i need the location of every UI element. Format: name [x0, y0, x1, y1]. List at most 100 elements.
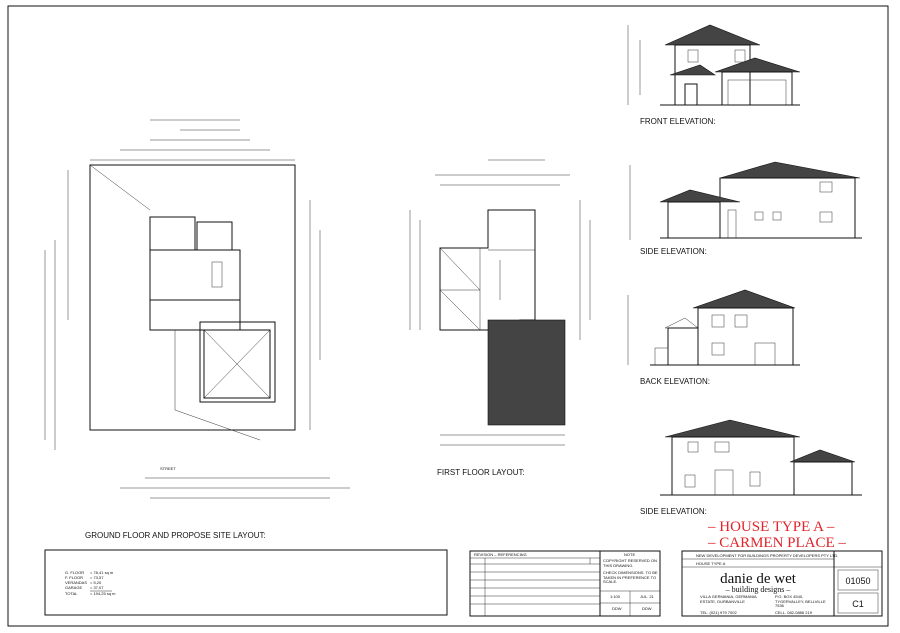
drawing-number: C1	[852, 599, 864, 609]
drawing-line	[211, 261, 223, 288]
revision-header: REVISION – REFERENCING	[474, 552, 527, 557]
garage	[199, 321, 276, 403]
project-name: NEW DEVELOPMENT FOR BUILDINGS PROPERTY D…	[696, 553, 838, 558]
drawing-line	[837, 569, 879, 591]
project-number: 01050	[845, 576, 870, 586]
drawing-line	[772, 211, 782, 221]
dimension-lines	[44, 119, 350, 499]
firm-address: VILLA GERMANIA, GERMANIA ESTATE, DURBANV…	[700, 594, 757, 604]
side-elevation-label: SIDE ELEVATION:	[640, 507, 707, 516]
house-type-title: – HOUSE TYPE A –	[707, 519, 835, 535]
note-title: NOTE	[624, 552, 635, 557]
drawing-text: GARAGE	[65, 585, 82, 590]
drawing-line	[719, 161, 861, 179]
drawing-text: = 78,41 sq m	[90, 570, 114, 575]
drawing-line	[819, 211, 833, 223]
street-label: STREET	[160, 466, 176, 471]
drawing-line	[664, 419, 801, 438]
drawing-line	[687, 441, 699, 453]
drawing-line	[667, 201, 721, 239]
scale-value: 1:100	[610, 594, 621, 599]
drawing-line	[727, 209, 737, 239]
drawing-line	[684, 474, 696, 488]
drawing-line	[714, 469, 734, 496]
title-block: NEW DEVELOPMENT FOR BUILDINGS PROPERTY D…	[681, 550, 883, 617]
drawing-line	[687, 49, 699, 63]
drawing-line	[659, 189, 741, 203]
drawing-line	[203, 329, 271, 399]
date-value: JUL. 21	[640, 594, 655, 599]
firm-telephone: TEL. (021) 979 7002	[700, 610, 737, 615]
drawn-by: DDW	[612, 606, 622, 611]
site-boundary	[89, 164, 296, 431]
drawing-line	[469, 550, 661, 617]
drawing-line	[714, 441, 730, 453]
roof-hatch	[487, 319, 566, 426]
room	[196, 221, 233, 251]
side-elevation-1: SIDE ELEVATION:	[629, 161, 862, 256]
drawing-line	[721, 71, 793, 106]
drawing-line	[667, 327, 699, 366]
back-elevation: BACK ELEVATION:	[627, 289, 800, 386]
drawing-text: = 5,20	[90, 580, 102, 585]
drawing-text: VERANDAS	[65, 580, 87, 585]
drawing-line	[754, 342, 776, 366]
front-elevation: FRONT ELEVATION:	[627, 24, 801, 126]
ground-floor-site-plan: STREET GROUND FLOOR AND PROPOSE SITE LAY…	[44, 119, 350, 540]
drawing-text: = 73,57	[90, 575, 104, 580]
note-text: COPYRIGHT RESERVED ON THIS DRAWING.	[603, 558, 657, 568]
dimension-lines	[409, 159, 591, 446]
drawing-line	[89, 164, 151, 211]
drawing-line	[439, 289, 481, 331]
drawing-text: = 194,25 sq m	[90, 591, 116, 596]
drawing-line	[837, 592, 879, 614]
drawing-text: F. FLOOR	[65, 575, 83, 580]
drawing-line	[819, 181, 833, 193]
note-text: CHECK DIMENSIONS. TO BE TAKEN IN PREFERE…	[603, 570, 658, 585]
place-title: – CARMEN PLACE –	[707, 535, 846, 551]
garage-door	[727, 79, 787, 106]
drawing-line	[664, 317, 699, 329]
drawing-line	[754, 211, 764, 221]
drawing-line	[719, 177, 856, 239]
revision-block: REVISION – REFERENCING NOTE 1:100 JUL. 2…	[469, 550, 661, 617]
ground-floor-label: GROUND FLOOR AND PROPOSE SITE LAYOUT:	[85, 531, 266, 540]
drawing-line	[174, 409, 261, 441]
drawing-line	[669, 64, 716, 76]
firm-logo: danie de wet	[720, 571, 797, 587]
drawing-line	[793, 461, 853, 496]
living-room	[149, 249, 241, 301]
drawing-line	[789, 449, 856, 463]
sheet-border	[7, 5, 889, 627]
first-floor-outline	[439, 209, 536, 331]
drawing-line	[714, 57, 801, 73]
room	[149, 216, 196, 251]
firm-po-box: P.O. BOX 4540, TYGERVALLEY, BELLVILLE 75…	[775, 594, 826, 609]
area-schedule-box	[44, 549, 448, 616]
drawing-title: HOUSE TYPE A	[696, 561, 726, 566]
drawing-line	[734, 49, 746, 63]
drawing-line	[711, 314, 725, 328]
first-floor-plan: FIRST FLOOR LAYOUT:	[409, 159, 591, 477]
checked-by: DDW	[642, 606, 652, 611]
side-elevation-label: SIDE ELEVATION:	[640, 247, 707, 256]
drawing-line	[749, 471, 761, 487]
drawing-line	[711, 342, 725, 356]
drawing-line	[654, 347, 669, 366]
firm-subtitle: – building designs –	[725, 585, 792, 594]
front-elevation-label: FRONT ELEVATION:	[640, 117, 716, 126]
drawing-line	[681, 550, 883, 617]
area-schedule: G. FLOOR= 78,41 sq m F. FLOOR= 73,57 VER…	[65, 570, 116, 596]
drawing-line	[439, 247, 481, 291]
drawing-line	[692, 289, 796, 309]
drawing-line	[734, 314, 748, 328]
drawing-text: TOTAL	[65, 591, 78, 596]
firm-cell: CELL. 082-0886 219	[775, 610, 813, 615]
front-door	[684, 83, 698, 106]
back-elevation-label: BACK ELEVATION:	[640, 377, 710, 386]
room	[149, 299, 241, 331]
drawing-text: = 37,07	[90, 585, 104, 590]
drawing-line	[203, 329, 271, 399]
side-elevation-2: SIDE ELEVATION:	[640, 419, 862, 516]
